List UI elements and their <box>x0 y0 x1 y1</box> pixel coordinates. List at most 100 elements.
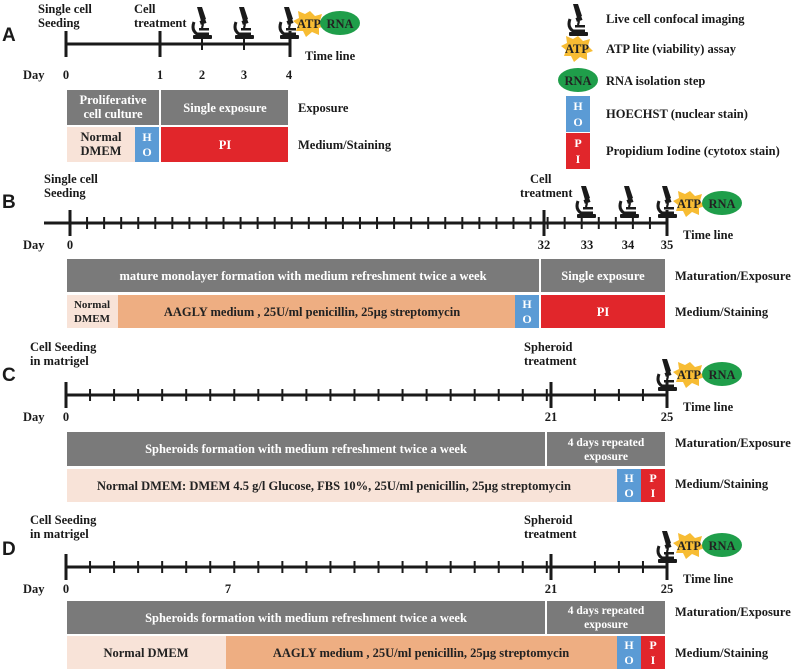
atp-label: ATP <box>677 197 701 211</box>
legend-atp-label: ATP <box>565 42 589 56</box>
panel-a-proliferative-line1: Proliferative <box>79 93 147 107</box>
panel-d-tick-label-0: 0 <box>63 582 69 596</box>
panel-d-normal-dmem-text: Normal DMEM <box>103 646 188 660</box>
panel-c-time-line: Time line <box>683 400 734 414</box>
panel-b-tick-label-34: 34 <box>622 238 635 252</box>
panel-c-normal-dmem-text: Normal DMEM: DMEM 4.5 g/l Glucose, FBS 1… <box>97 479 571 493</box>
panel-b-medium-label: Medium/Staining <box>675 305 769 319</box>
panel-c-formation-text: Spheroids formation with medium refreshm… <box>145 442 467 456</box>
atp-star-icon: ATP <box>561 36 593 62</box>
atp-label: ATP <box>677 539 701 553</box>
panel-d-tick-label-7: 7 <box>225 582 231 596</box>
panel-d-tick-label-25: 25 <box>661 582 674 596</box>
legend-hoechst-h: H <box>573 99 583 113</box>
panel-c-treatment-line2: treatment <box>524 354 577 368</box>
legend-hoechst-text: HOECHST (nuclear stain) <box>606 107 748 121</box>
panel-b-tick-label-0: 0 <box>67 238 73 252</box>
panel-c-maturation-label: Maturation/Exposure <box>675 436 791 450</box>
panel-d-normal-dmem-bar <box>67 636 226 669</box>
panel-c: C Cell Seeding in matrigel Spheroid trea… <box>2 340 791 502</box>
panel-b-minor-ticks <box>86 217 651 229</box>
panel-b-exposure-bar <box>541 259 665 292</box>
panel-b-normal-dmem-line1: Normal <box>74 299 110 311</box>
panel-d-formation-bar <box>67 601 545 634</box>
panel-c-day-label: Day <box>23 410 45 424</box>
panel-b-aagly-text: AAGLY medium , 25U/ml penicillin, 25µg s… <box>164 305 460 319</box>
legend-hoechst-block <box>566 96 590 132</box>
panel-d-seeding-line2: in matrigel <box>30 527 89 541</box>
panel-c-tick-label-21: 21 <box>545 410 558 424</box>
rna-oval-icon: RNA <box>702 533 742 557</box>
atp-star-icon: ATP <box>293 11 325 37</box>
rna-oval-icon: RNA <box>320 11 360 35</box>
panel-c-pi-block <box>641 469 665 502</box>
panel-d-aagly-text: AAGLY medium , 25U/ml penicillin, 25µg s… <box>273 646 569 660</box>
panel-a-normal-dmem-line2: DMEM <box>81 144 122 158</box>
panel-c-normal-dmem-bar <box>67 469 617 502</box>
panel-c-exposure-line2: exposure <box>584 451 628 463</box>
panel-c-treatment-line1: Spheroid <box>524 340 572 354</box>
microscope-icon <box>567 3 590 37</box>
panel-b-maturation-label: Maturation/Exposure <box>675 269 791 283</box>
panel-a-pi-text: PI <box>219 138 232 152</box>
rna-oval-icon: RNA <box>702 362 742 386</box>
panel-b-aagly-bar <box>118 295 515 328</box>
microscope-icon <box>618 185 641 219</box>
panel-d-maturation-label: Maturation/Exposure <box>675 605 791 619</box>
panel-d-seeding-line1: Cell Seeding <box>30 513 97 527</box>
panel-c-pi-p: P <box>649 471 656 485</box>
panel-d-hoechst-block <box>617 636 641 669</box>
panel-b-time-line: Time line <box>683 228 734 242</box>
legend-pi-text: Propidium Iodine (cytotox stain) <box>606 144 780 158</box>
rna-label: RNA <box>326 17 353 31</box>
panel-b-tick-label-33: 33 <box>581 238 594 252</box>
rna-label: RNA <box>708 197 735 211</box>
microscope-icon <box>191 6 214 40</box>
panel-d-aagly-bar <box>226 636 617 669</box>
panel-d-treatment-line1: Spheroid <box>524 513 572 527</box>
panel-c-minor-ticks <box>89 389 644 401</box>
panel-d-label: D <box>2 539 16 560</box>
panel-b-seeding-line2: Seeding <box>44 186 86 200</box>
panel-c-seeding-line2: in matrigel <box>30 354 89 368</box>
panel-d-hoechst-h: H <box>624 638 634 652</box>
panel-a-pi-bar <box>161 127 288 162</box>
panel-c-hoechst-block <box>617 469 641 502</box>
panel-b-normal-dmem-bar <box>67 295 118 328</box>
panel-a-treatment-line1: Cell <box>134 2 156 16</box>
panel-b-treatment-line2: treatment <box>520 186 573 200</box>
atp-label: ATP <box>297 17 321 31</box>
panel-d-pi-i: I <box>651 653 656 667</box>
panel-a-treatment-line2: treatment <box>134 16 187 30</box>
panel-b-tick-label-32: 32 <box>538 238 551 252</box>
microscope-icon <box>656 358 679 392</box>
panel-c-label: C <box>2 365 16 386</box>
atp-star-icon: ATP <box>673 362 705 388</box>
panel-a: A Single cell Seeding Cell treatment ATP… <box>2 2 392 162</box>
panel-d-exposure-line2: exposure <box>584 619 628 631</box>
panel-c-medium-label: Medium/Staining <box>675 477 769 491</box>
panel-a-tick-label-3: 3 <box>241 68 247 82</box>
panel-b-exposure-text: Single exposure <box>561 269 645 283</box>
panel-b-label: B <box>2 192 16 213</box>
legend-rna-text: RNA isolation step <box>606 74 705 88</box>
panel-a-exposure-bar <box>161 90 288 125</box>
panel-d-exposure-line1: 4 days repeated <box>568 605 645 617</box>
microscope-icon <box>575 185 598 219</box>
panel-a-hoechst-block <box>135 127 159 162</box>
microscope-icon <box>233 6 256 40</box>
panel-d: D Cell Seeding in matrigel Spheroid trea… <box>2 513 791 669</box>
atp-label: ATP <box>677 368 701 382</box>
panel-b-pi-bar <box>541 295 665 328</box>
panel-d-tick-label-21: 21 <box>545 582 558 596</box>
panel-a-medium-label: Medium/Staining <box>298 138 392 152</box>
panel-a-tick-label-2: 2 <box>199 68 205 82</box>
legend-microscope-text: Live cell confocal imaging <box>606 12 745 26</box>
legend-pi-i: I <box>576 152 581 166</box>
panel-d-time-line: Time line <box>683 572 734 586</box>
panel-c-formation-bar <box>67 432 545 466</box>
legend-hoechst-o: O <box>573 115 582 129</box>
panel-d-treatment-line2: treatment <box>524 527 577 541</box>
panel-d-day-label: Day <box>23 582 45 596</box>
